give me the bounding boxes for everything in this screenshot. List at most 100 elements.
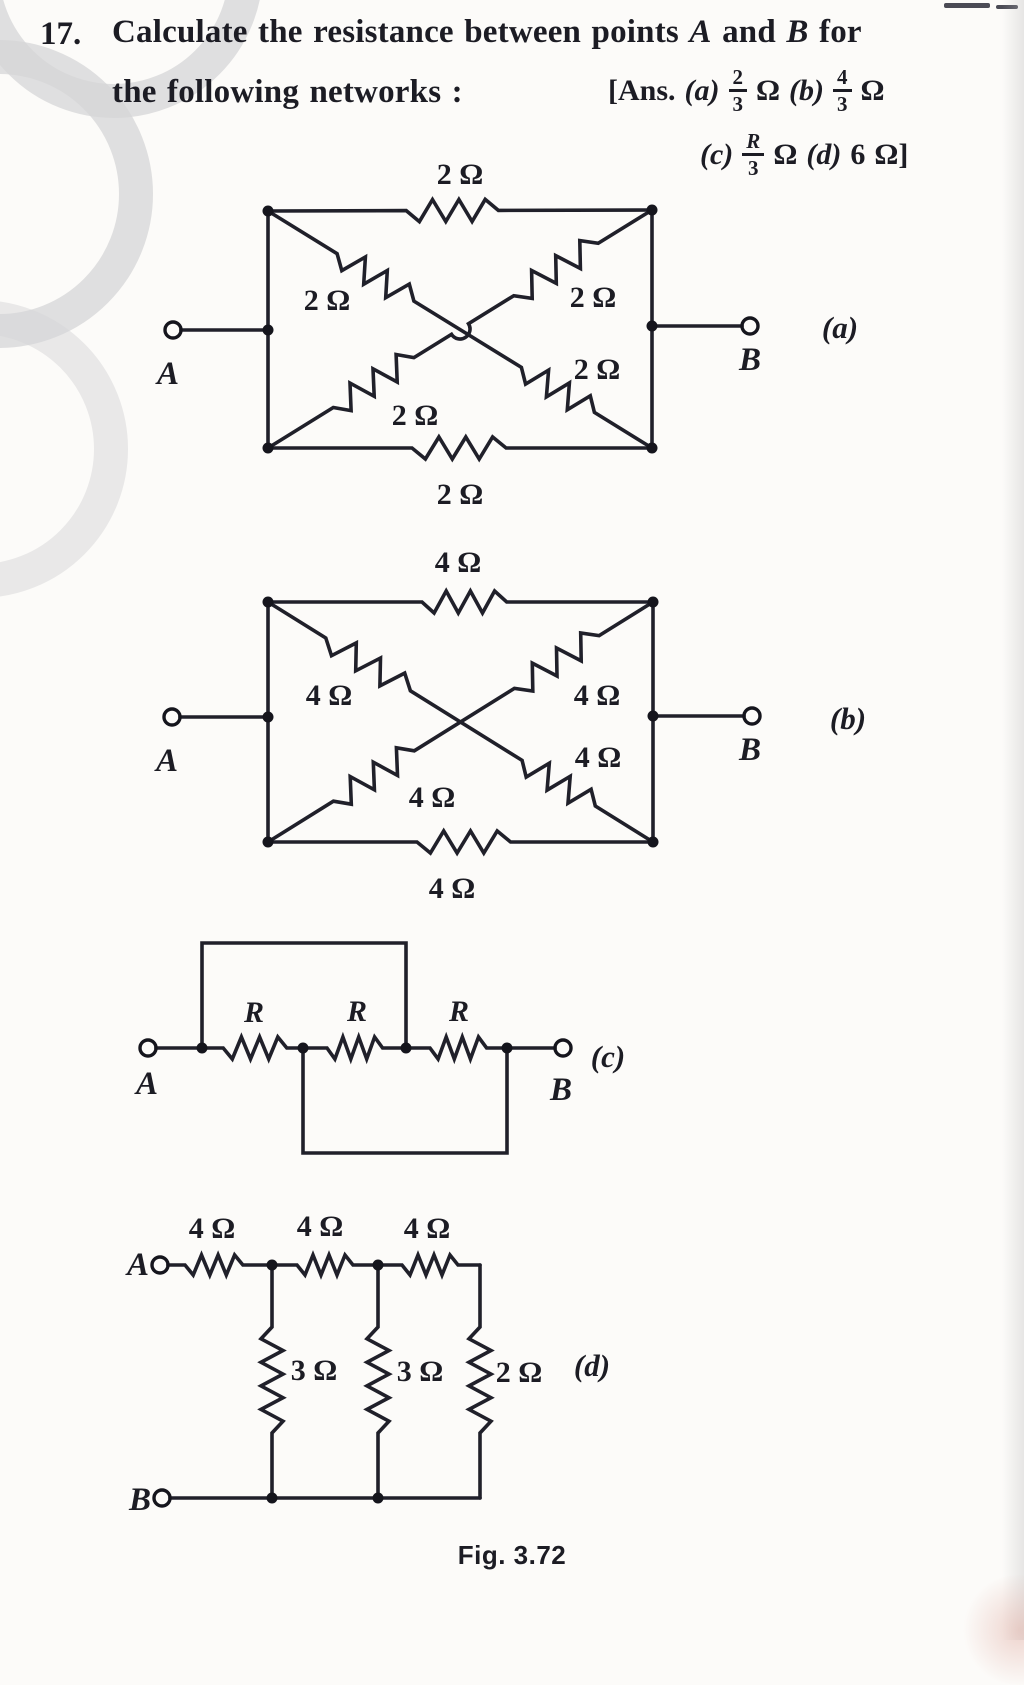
- terminal-b-label: B: [549, 1072, 572, 1108]
- junction-dot: [262, 711, 274, 723]
- resistor-label: 3 Ω: [397, 1355, 444, 1388]
- resistor-label: 4 Ω: [189, 1212, 236, 1245]
- resistor-label: R: [243, 996, 264, 1029]
- resistor-diagonal-bl-tr: [266, 600, 655, 844]
- terminal-b-node: [742, 706, 762, 726]
- resistor-label: 2 Ω: [304, 284, 351, 317]
- circuit-c-wires: [154, 941, 557, 1155]
- question-line-1: Calculate the resistance between points …: [112, 14, 862, 51]
- circuit-b-junctions: [162, 596, 762, 848]
- resistor-label: 4 Ω: [575, 741, 622, 774]
- answer-c-unit: Ω: [773, 137, 798, 171]
- junction-dot: [297, 1042, 309, 1054]
- resistor-r3: [403, 1031, 509, 1065]
- terminal-a-label: A: [154, 743, 178, 779]
- answer-row-2: (c) R 3 Ω (d) 6 Ω]: [700, 130, 908, 179]
- resistor-series3-4ohm: [376, 1250, 482, 1280]
- resistor-label: 4 Ω: [435, 546, 482, 579]
- terminal-a-node: [150, 1255, 170, 1275]
- resistor-diagonal-tl-br: [266, 600, 655, 844]
- scan-dash-artifact: [996, 5, 1018, 9]
- resistor-label: 4 Ω: [574, 679, 621, 712]
- question-line-2: the following networks :: [112, 74, 463, 110]
- resistor-label: 2 Ω: [437, 478, 484, 511]
- fraction-numerator: R: [742, 130, 765, 157]
- answer-a-fraction: 2 3: [728, 66, 747, 117]
- junction-dot: [372, 1492, 384, 1504]
- fraction-denominator: 3: [837, 92, 848, 117]
- circuit-b-caption: (b): [830, 701, 866, 736]
- resistor-label: 4 Ω: [429, 872, 476, 905]
- resistor-label: R: [346, 995, 367, 1028]
- fraction-numerator: 2: [728, 66, 747, 93]
- junction-dot: [647, 596, 659, 608]
- answer-a-label: (a): [684, 73, 720, 107]
- resistor-label: 3 Ω: [291, 1354, 338, 1387]
- junction-dot: [647, 836, 659, 848]
- circuit-d-diagram: 4 Ω 4 Ω 4 Ω 3 Ω 3 Ω 2 Ω A B (d): [125, 1210, 610, 1518]
- fraction-denominator: 3: [732, 92, 744, 117]
- answer-d-unit: Ω]: [874, 137, 909, 171]
- terminal-b-label: B: [738, 732, 761, 768]
- junction-dot: [262, 836, 274, 848]
- resistor-shunt2-3ohm: [363, 1263, 393, 1500]
- question-number: 17.: [40, 16, 82, 52]
- resistor-series1-4ohm: [166, 1250, 274, 1280]
- resistor-series2-4ohm: [270, 1250, 380, 1280]
- scan-smudge: [960, 1575, 1024, 1685]
- junction-dot: [262, 596, 274, 608]
- junction-dot: [646, 320, 658, 332]
- resistor-label: 4 Ω: [404, 1212, 451, 1245]
- circuit-b-diagram: 4 Ω 4 Ω 4 Ω 4 Ω 4 Ω 4 Ω A B (b): [154, 546, 866, 905]
- resistor-label: R: [448, 995, 469, 1028]
- resistor-bottom-4ohm: [266, 827, 655, 857]
- question-text: and: [711, 14, 787, 50]
- terminal-b-node: [152, 1488, 172, 1508]
- resistor-shunt3-2ohm: [465, 1263, 495, 1500]
- answer-prefix: [Ans.: [608, 73, 676, 107]
- terminal-a-node: [138, 1038, 158, 1058]
- resistor-top-4ohm: [266, 587, 655, 617]
- resistor-label: 2 Ω: [574, 353, 621, 386]
- circuit-d-caption: (d): [574, 1348, 610, 1383]
- answer-d-label: (d): [806, 137, 842, 171]
- resistor-label: 2 Ω: [496, 1356, 543, 1389]
- junction-dot: [266, 1492, 278, 1504]
- terminal-a-label: A: [155, 356, 179, 392]
- circuit-a-junctions: [163, 204, 760, 454]
- junction-dot: [646, 442, 658, 454]
- junction-dot: [400, 1042, 412, 1054]
- figure-caption: Fig. 3.72: [457, 1540, 567, 1570]
- resistor-top-2ohm: [266, 195, 654, 226]
- question-text: Calculate the resistance between points: [112, 14, 690, 50]
- circuit-c-junctions: [138, 1038, 573, 1058]
- junction-dot: [262, 205, 274, 217]
- resistor-r1: [200, 1032, 305, 1064]
- circuit-a-caption: (a): [822, 310, 858, 345]
- circuit-a-wires: [179, 195, 744, 463]
- terminal-b-label: B: [738, 342, 761, 378]
- circuit-c-diagram: R R R A B (c): [134, 941, 625, 1155]
- junction-dot: [266, 1259, 278, 1271]
- junction-dot: [262, 324, 274, 336]
- question-text: for: [808, 14, 862, 50]
- junction-dot: [646, 204, 658, 216]
- scan-dash-artifact: [944, 3, 990, 8]
- resistor-r2: [301, 1031, 407, 1065]
- answer-d-value: 6: [850, 137, 866, 171]
- fraction-denominator: 3: [748, 156, 759, 181]
- terminal-a-label: A: [134, 1066, 158, 1102]
- circuit-a-diagram: 2 Ω 2 Ω 2 Ω 2 Ω 2 Ω 2 Ω A B (a): [155, 158, 858, 511]
- circuit-b-wires: [178, 587, 746, 857]
- point-a-ref: A: [689, 14, 712, 50]
- answer-c-fraction: R 3: [742, 130, 765, 181]
- top-bypass-loop: [200, 941, 408, 1050]
- scan-ring-artifact: [0, 300, 128, 598]
- answer-b-label: (b): [789, 73, 825, 107]
- circuit-c-caption: (c): [591, 1039, 625, 1074]
- terminal-a-node: [162, 707, 182, 727]
- resistor-label: 2 Ω: [570, 281, 617, 314]
- page-edge-shading: [1002, 0, 1024, 1640]
- terminal-a-node: [163, 320, 183, 340]
